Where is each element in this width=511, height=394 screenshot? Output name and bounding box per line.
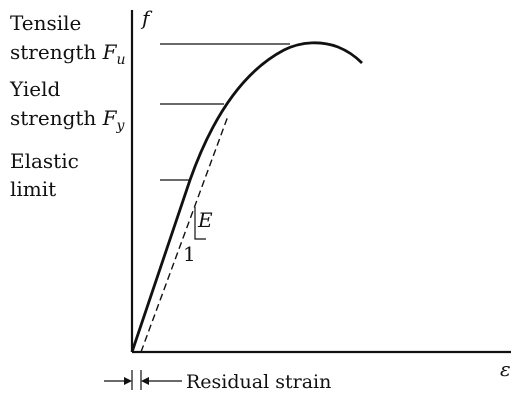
yield-label-line1: Yield <box>9 77 60 101</box>
tensile-symbol: F <box>102 40 118 64</box>
tensile-symbol-subscript: u <box>117 52 126 68</box>
modulus-label: E <box>197 208 213 232</box>
unloading-dashed-line <box>140 115 229 353</box>
elastic-label-line2: limit <box>10 177 56 201</box>
y-axis-label: f <box>140 6 153 30</box>
yield-strength-word: strength <box>10 106 103 130</box>
slope-unit-label: 1 <box>183 242 196 266</box>
yield-label-line2: strength Fy <box>10 106 126 134</box>
yield-symbol: F <box>102 106 118 130</box>
tensile-label-line1: Tensile <box>10 11 81 35</box>
elastic-label-line1: Elastic <box>10 149 79 173</box>
residual-strain-label: Residual strain <box>186 371 331 393</box>
x-axis-label: ε <box>500 357 511 381</box>
stress-strain-curve <box>130 41 363 353</box>
slope-triangle <box>194 207 206 240</box>
residual-arrow-right-head <box>141 377 149 385</box>
tensile-label-line2: strength Fu <box>10 40 126 68</box>
tensile-strength-word: strength <box>10 40 103 64</box>
yield-symbol-subscript: y <box>116 118 126 134</box>
residual-arrow-left-head <box>124 377 132 385</box>
